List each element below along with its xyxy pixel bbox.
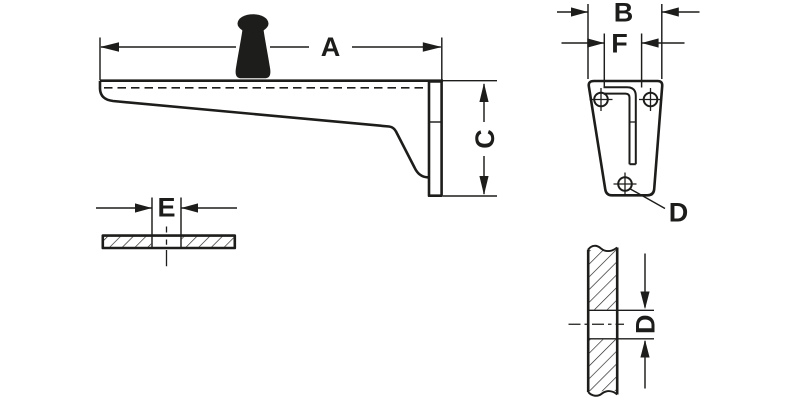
dim-label-e: E	[157, 193, 175, 223]
shelf-hatch-right	[181, 236, 235, 248]
front-view: B F D	[557, 0, 700, 228]
screw-hole-icon	[639, 88, 662, 111]
dimension-b: B	[557, 0, 700, 79]
dimension-a: A	[99, 32, 443, 80]
screw-hole-icon	[589, 88, 613, 111]
bracket-wall-plate	[427, 80, 443, 197]
wall-hatch-bottom	[589, 339, 617, 392]
shelf-section-view: E	[96, 193, 237, 267]
dimension-e: E	[96, 193, 237, 248]
bracket-arm-outline	[98, 80, 430, 179]
wall-break-top	[587, 244, 618, 252]
leader-line	[629, 187, 666, 210]
dim-label-b: B	[614, 0, 634, 27]
hole-callout-d: D	[629, 187, 689, 228]
dim-label-f: F	[611, 28, 628, 58]
weight-icon	[235, 14, 271, 79]
shelf-section-outline	[101, 234, 237, 250]
dim-label-a: A	[321, 32, 341, 62]
dim-label-d-wall: D	[631, 315, 661, 335]
dim-label-c: C	[470, 129, 500, 149]
bracket-blade-edge	[603, 86, 637, 166]
wall-break-bottom	[587, 390, 618, 397]
dimension-d: D	[631, 253, 661, 389]
screw-hole-icon	[613, 172, 637, 196]
bracket-front-outline	[587, 79, 664, 197]
dim-label-d-hole: D	[669, 198, 689, 228]
shelf-hatch-left	[103, 236, 152, 248]
side-view: A C	[98, 14, 500, 197]
dimension-c: C	[443, 79, 500, 197]
wall-section-view: D	[568, 244, 661, 397]
dimension-f: F	[561, 28, 685, 88]
wall-hatch-top	[589, 250, 617, 310]
